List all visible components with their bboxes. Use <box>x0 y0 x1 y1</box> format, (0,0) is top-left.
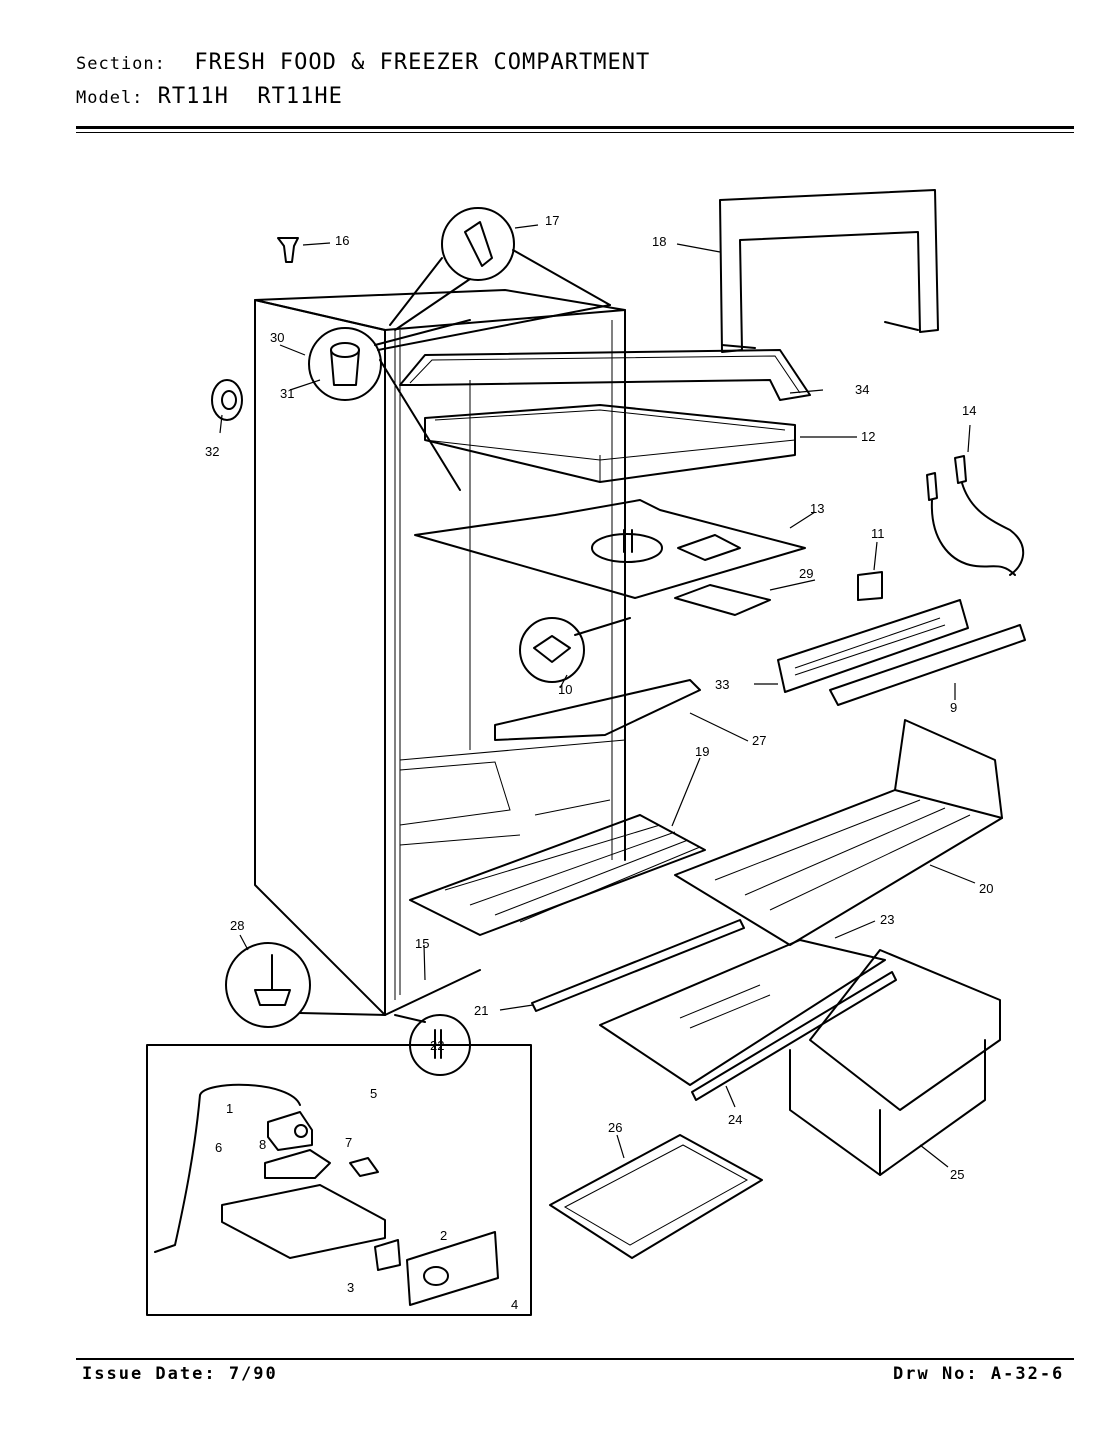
callout-14: 14 <box>962 403 976 418</box>
part-20-shelf <box>674 719 1003 946</box>
part-33-control <box>777 599 969 693</box>
part-13-plate <box>414 499 806 599</box>
callout-32: 32 <box>205 444 219 459</box>
detail-circle-28 <box>225 942 386 1028</box>
detail-circle-17 <box>389 207 611 331</box>
callout-9: 9 <box>950 700 957 715</box>
detail-circle-30-31 <box>308 304 611 491</box>
callout-11: 11 <box>871 526 885 541</box>
part-21-trim <box>531 919 745 1012</box>
callout-24: 24 <box>728 1112 742 1127</box>
callout-7: 7 <box>345 1135 352 1150</box>
callout-34: 34 <box>855 382 869 397</box>
part-19-shelf <box>409 814 706 936</box>
part-32-grommet <box>211 379 243 421</box>
detail-circle-10 <box>519 617 631 683</box>
part-18-frame <box>719 189 939 353</box>
part-12-tray <box>424 404 796 483</box>
callout-8: 8 <box>259 1137 266 1152</box>
part-34-gasket <box>399 349 811 401</box>
callout-15: 15 <box>415 936 429 951</box>
callout-30: 30 <box>270 330 284 345</box>
callout-17: 17 <box>545 213 559 228</box>
callout-12: 12 <box>861 429 875 444</box>
callout-29: 29 <box>799 566 813 581</box>
callout-20: 20 <box>979 881 993 896</box>
callout-6: 6 <box>215 1140 222 1155</box>
model-key: Model: <box>76 88 144 108</box>
part-29-plate <box>674 584 771 616</box>
callout-25: 25 <box>950 1167 964 1182</box>
callout-31: 31 <box>280 386 294 401</box>
part-26-ice-tray <box>549 1134 763 1259</box>
callout-23: 23 <box>880 912 894 927</box>
part-23-glass <box>599 939 886 1086</box>
drawing-number: Drw No: A-32-6 <box>893 1364 1065 1384</box>
header-rule-thin <box>76 132 1074 133</box>
callout-1: 1 <box>226 1101 233 1116</box>
callout-18: 18 <box>652 234 666 249</box>
model-numbers: RT11H RT11HE <box>157 84 343 109</box>
part-9-bracket <box>829 624 1026 706</box>
section-key: Section: <box>76 54 166 74</box>
callout-3: 3 <box>347 1280 354 1295</box>
callout-13: 13 <box>810 501 824 516</box>
callout-22: 22 <box>430 1038 444 1053</box>
callout-labels: 16 17 18 30 31 32 34 12 14 13 11 29 33 9… <box>205 213 993 1312</box>
callout-19: 19 <box>695 744 709 759</box>
callout-33: 33 <box>715 677 729 692</box>
part-16-clip <box>277 237 299 263</box>
part-11-knob <box>857 571 883 601</box>
section-title: FRESH FOOD & FREEZER COMPARTMENT <box>194 50 651 75</box>
callout-5: 5 <box>370 1086 377 1101</box>
model-line: Model: RT11H RT11HE <box>76 84 343 109</box>
section-line: Section: FRESH FOOD & FREEZER COMPARTMEN… <box>76 50 650 75</box>
callout-26: 26 <box>608 1120 622 1135</box>
callout-4: 4 <box>511 1297 518 1312</box>
inset-box <box>146 1044 532 1316</box>
callout-16: 16 <box>335 233 349 248</box>
part-24-trim <box>691 971 897 1101</box>
leader-lines <box>219 224 976 1168</box>
callout-21: 21 <box>474 1003 488 1018</box>
callout-2: 2 <box>440 1228 447 1243</box>
header-rule <box>76 126 1074 129</box>
part-27-bracket <box>494 679 701 741</box>
callout-10: 10 <box>558 682 572 697</box>
part-14-wire <box>926 455 1025 576</box>
issue-date: Issue Date: 7/90 <box>82 1364 278 1384</box>
part-25-crisper <box>789 949 1001 1176</box>
callout-27: 27 <box>752 733 766 748</box>
callout-28: 28 <box>230 918 244 933</box>
footer-rule <box>76 1358 1074 1360</box>
